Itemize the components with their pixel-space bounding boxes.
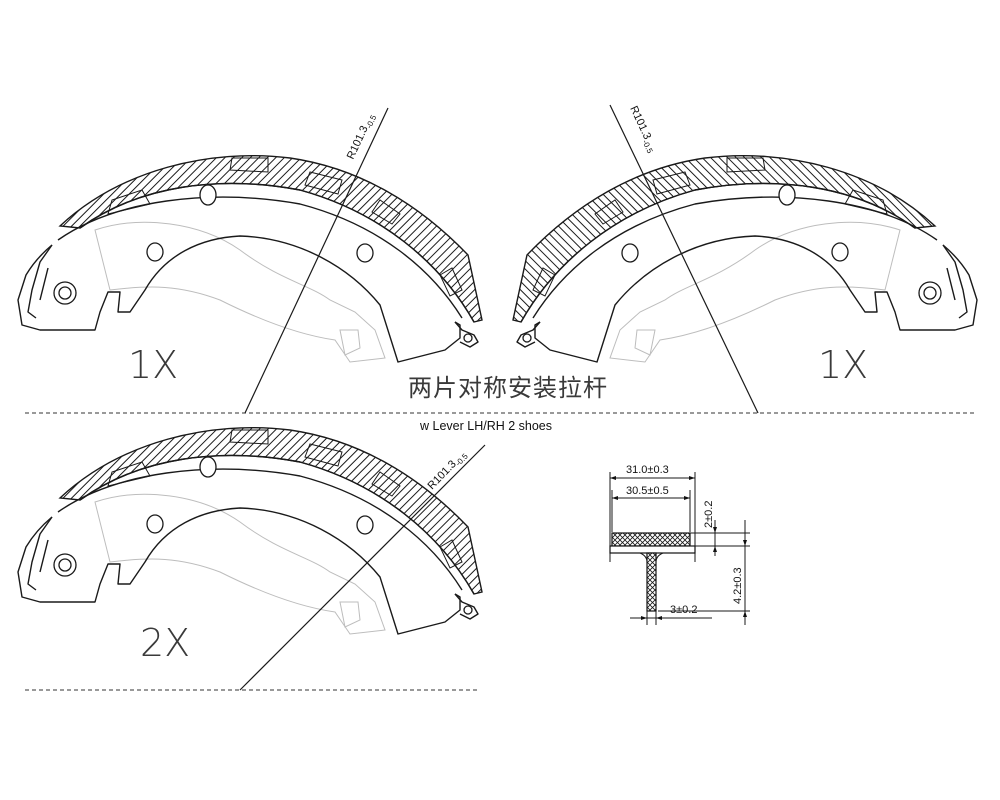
dim-outer-width: 31.0±0.3 (626, 464, 669, 476)
cross-section-detail: 31.0±0.3 30.5±0.5 2±0.2 4.2±0.3 3±0.2 (609, 464, 750, 625)
quantity-label: 1X (818, 343, 868, 387)
radius-tolerance: -0.5 (640, 138, 654, 155)
brake-shoe-top-right: R101.3-0.5 1X (512, 104, 978, 414)
radius-tolerance: -0.5 (364, 113, 378, 130)
dim-inner-width: 30.5±0.5 (626, 485, 669, 497)
english-note: w Lever LH/RH 2 shoes (419, 419, 552, 433)
svg-text:R101.3-0.5: R101.3-0.5 (426, 448, 471, 494)
dim-lining-thickness: 2±0.2 (703, 501, 715, 528)
brake-shoe-bottom: R101.3-0.5 2X (17, 426, 486, 691)
quantity-label: 2X (140, 621, 190, 665)
quantity-label: 1X (128, 343, 178, 387)
dim-total-height: 4.2±0.3 (732, 567, 744, 604)
dim-web-thickness: 3±0.2 (670, 604, 697, 616)
radius-label: R101.3 (627, 104, 653, 141)
brake-shoe-top-left: R101.3-0.5 1X (17, 107, 483, 414)
radius-label: R101.3 (345, 124, 371, 161)
chinese-note: 两片对称安装拉杆 (408, 374, 608, 402)
svg-text:R101.3-0.5: R101.3-0.5 (345, 111, 379, 162)
